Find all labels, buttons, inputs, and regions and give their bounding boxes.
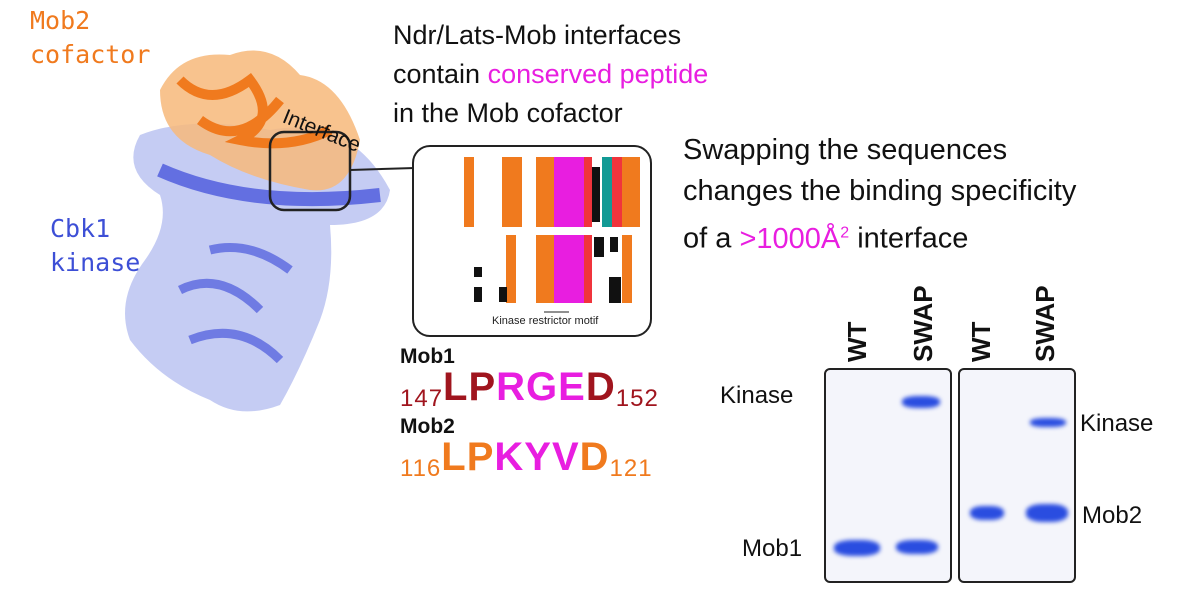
sequence-highlight: KYV	[494, 435, 580, 479]
sequence-prefix: LP	[443, 365, 497, 409]
alignment-panel: Kinase restrictor motif	[412, 145, 652, 337]
sequence-list: Mob1 147LPRGED152 Mob2 116LPKYVD121	[400, 345, 659, 483]
lane-label-wt: WT	[966, 321, 996, 362]
kinase-band	[902, 396, 940, 408]
mob1-band	[834, 540, 880, 556]
mob2-label: Mob2	[400, 415, 455, 438]
superscript: 2	[840, 224, 850, 241]
headline-line3: in the Mob cofactor	[393, 98, 623, 128]
sequence-highlight: RGE	[496, 365, 586, 409]
mob2-band	[1026, 504, 1068, 522]
swap-text-suffix: interface	[849, 222, 969, 255]
mob1-label: Mob1	[400, 345, 455, 368]
start-number: 147	[400, 385, 444, 412]
gel-right	[958, 368, 1076, 583]
sequence-suffix: D	[579, 435, 610, 479]
swap-text-prefix: of a	[683, 222, 740, 255]
sequence-suffix: D	[585, 365, 616, 409]
lane-label-swap: SWAP	[908, 285, 938, 362]
interface-box	[268, 130, 352, 212]
mob1-band	[896, 540, 938, 554]
kinase-band-label: Kinase	[1080, 410, 1154, 437]
headline-text: contain	[393, 59, 488, 89]
sequence-prefix: LP	[441, 435, 495, 479]
interface-size-value: >1000Å	[739, 222, 841, 255]
kinase-band	[1030, 418, 1066, 427]
cofactor-label-line2: cofactor	[30, 40, 151, 69]
mob1-band-label: Mob1	[742, 535, 803, 562]
lane-label-swap: SWAP	[1030, 285, 1060, 362]
cofactor-label-line1: Mob2	[30, 6, 91, 35]
headline-line2: contain conserved peptide	[393, 55, 708, 94]
lane-label-wt: WT	[842, 321, 872, 362]
highlight-text: conserved peptide	[487, 59, 709, 89]
start-number: 116	[400, 455, 442, 482]
mob2-sequence: 116LPKYVD121	[400, 435, 659, 483]
mob2-band-label: Mob2	[1082, 502, 1143, 529]
swap-text: Swapping the sequences changes the bindi…	[683, 130, 1076, 260]
end-number: 152	[615, 385, 659, 412]
kinase-label-line1: Cbk1	[50, 214, 111, 243]
swap-line3: of a >1000Å2 interface	[683, 212, 1076, 260]
cofactor-label: Mob2 cofactor	[30, 4, 150, 72]
headline: Ndr/Lats-Mob interfaces contain conserve…	[393, 16, 708, 133]
end-number: 121	[609, 455, 653, 482]
gel-left	[824, 368, 952, 583]
headline-line1: Ndr/Lats-Mob interfaces	[393, 20, 682, 50]
swap-line1: Swapping the sequences	[683, 134, 1008, 166]
kinase-label-line2: kinase	[50, 248, 141, 277]
mob1-sequence: 147LPRGED152	[400, 365, 659, 413]
kinase-band-label: Kinase	[720, 382, 794, 409]
interface-size: >1000Å2	[739, 223, 849, 255]
swap-line2: changes the binding specificity	[683, 175, 1077, 207]
sequence-alignment	[464, 157, 640, 313]
protein-structure	[125, 50, 416, 412]
mob2-band	[970, 506, 1004, 520]
kinase-label: Cbk1 kinase	[50, 212, 140, 280]
alignment-caption: Kinase restrictor motif	[492, 315, 599, 327]
